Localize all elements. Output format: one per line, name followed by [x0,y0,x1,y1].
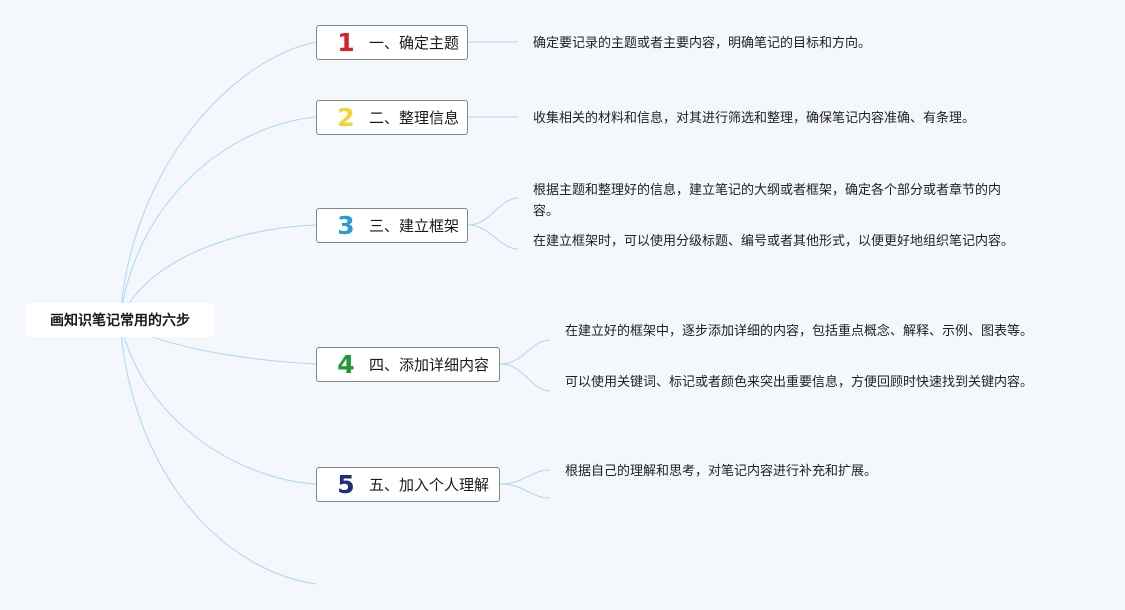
step-number-3: 3 [337,211,355,240]
connector-step-3b [467,224,519,250]
step-4-detail-2: 可以使用关键词、标记或者颜色来突出重要信息，方便回顾时快速找到关键内容。 [565,375,1034,390]
branch-to-empty [119,319,317,585]
step-4-detail-1: 在建立好的框架中，逐步添加详细的内容，包括重点概念、解释、示例、图表等。 [565,324,1034,339]
step-number-5: 5 [337,470,355,499]
step-node-4[interactable]: 4 四、添加详细内容 [316,347,500,382]
root-topic[interactable]: 画知识笔记常用的六步 [25,303,215,337]
step-number-4: 4 [337,350,355,379]
step-node-5[interactable]: 5 五、加入个人理解 [316,467,500,502]
connector-step-4b [499,363,551,392]
root-topic-label: 画知识笔记常用的六步 [50,313,190,329]
connector-step-4a [499,339,551,365]
step-3-detail-2: 在建立框架时，可以使用分级标题、编号或者其他形式，以便更好地组织笔记内容。 [533,234,1015,249]
step-title-4: 四、添加详细内容 [369,356,490,374]
branch-to-step-1 [119,41,317,321]
step-number-1: 1 [337,28,355,57]
connector-step-5b [499,483,551,499]
connector-step-5a [499,469,551,485]
step-3-detail-1: 根据主题和整理好的信息，建立笔记的大纲或者框架，确定各个部分或者章节的内容。 [533,183,1002,219]
step-number-2: 2 [337,103,355,132]
step-title-3: 三、建立框架 [369,217,460,235]
step-title-2: 二、整理信息 [369,109,460,127]
branch-to-step-5 [119,319,317,485]
branch-to-step-3 [119,224,317,321]
step-1-detail-1: 确定要记录的主题或者主要内容，明确笔记的目标和方向。 [533,36,872,51]
step-node-2[interactable]: 2 二、整理信息 [316,100,468,135]
branch-to-step-2 [119,116,317,321]
step-node-3[interactable]: 3 三、建立框架 [316,208,468,243]
step-node-1[interactable]: 1 一、确定主题 [316,25,468,60]
step-2-detail-1: 收集相关的材料和信息，对其进行筛选和整理，确保笔记内容准确、有条理。 [533,111,976,126]
detail-connectors [467,41,551,499]
step-title-5: 五、加入个人理解 [369,476,490,494]
step-title-1: 一、确定主题 [369,34,460,52]
connector-step-3a [467,197,519,226]
step-5-detail-1: 根据自己的理解和思考，对笔记内容进行补充和扩展。 [565,464,878,479]
